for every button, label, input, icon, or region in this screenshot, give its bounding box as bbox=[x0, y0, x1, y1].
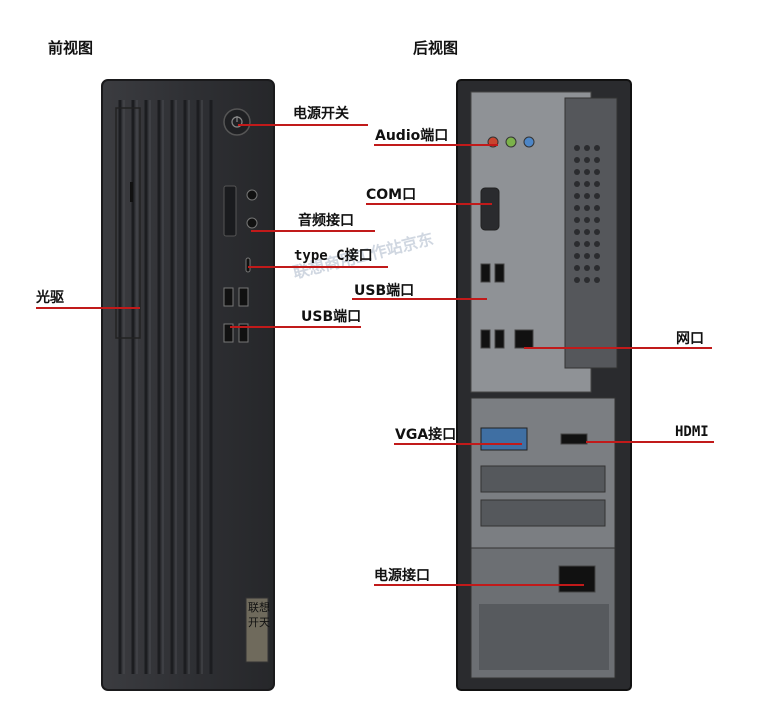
back-case-image bbox=[456, 79, 632, 691]
label-optical-drive: 光驱 bbox=[36, 290, 64, 306]
leader-lan bbox=[524, 347, 712, 349]
label-power-port: 电源接口 bbox=[374, 568, 430, 584]
label-power-switch: 电源开关 bbox=[293, 106, 349, 122]
leader-hdmi bbox=[586, 441, 714, 443]
leader-vga bbox=[394, 443, 522, 445]
label-type-c: type C接口 bbox=[294, 248, 373, 264]
leader-audio-jack bbox=[251, 230, 375, 232]
label-front-usb: USB端口 bbox=[301, 309, 362, 325]
leader-front-usb bbox=[230, 326, 361, 328]
label-com-port: COM口 bbox=[366, 187, 417, 203]
leader-power-switch bbox=[238, 124, 368, 126]
front-case-image bbox=[101, 79, 275, 691]
front-view-title: 前视图 bbox=[48, 39, 94, 57]
label-hdmi: HDMI bbox=[675, 424, 709, 440]
leader-audio-port bbox=[374, 144, 498, 146]
leader-back-usb bbox=[352, 298, 487, 300]
label-lan: 网口 bbox=[676, 331, 704, 347]
leader-optical-drive bbox=[36, 307, 140, 309]
label-vga: VGA接口 bbox=[395, 427, 457, 443]
leader-type-c bbox=[248, 266, 388, 268]
label-back-usb: USB端口 bbox=[354, 283, 415, 299]
back-view-title: 后视图 bbox=[413, 39, 459, 57]
leader-com-port bbox=[366, 203, 492, 205]
leader-power-port bbox=[374, 584, 584, 586]
brand-badge: 联想开天 bbox=[248, 601, 270, 629]
label-audio-jack: 音频接口 bbox=[298, 213, 354, 229]
label-audio-port: Audio端口 bbox=[375, 128, 449, 144]
